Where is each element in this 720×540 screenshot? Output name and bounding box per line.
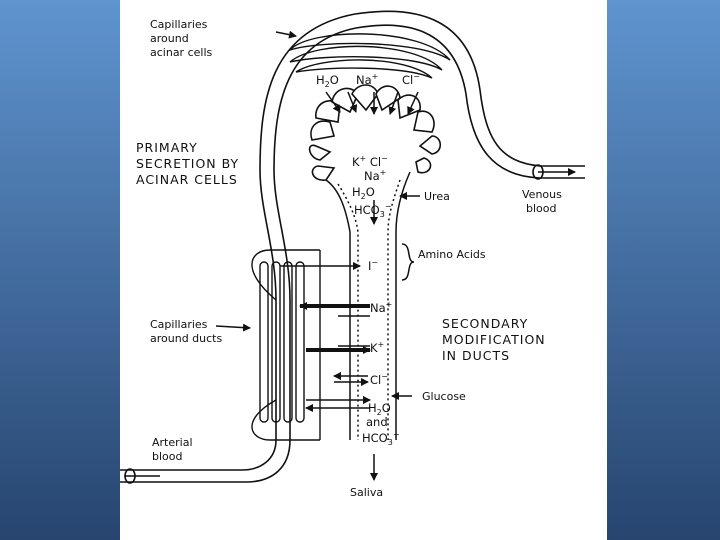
svg-text:blood: blood (152, 450, 182, 463)
svg-text:and: and (366, 415, 388, 429)
label-capillaries-acinar: Capillaries around acinar cells (150, 18, 213, 59)
right-blue-panel (607, 0, 720, 540)
svg-text:K+ Cl−: K+ Cl− (352, 154, 388, 169)
label-arterial-blood: Arterial blood (152, 436, 193, 463)
label-capillaries-ducts: Capillaries around ducts (150, 318, 222, 345)
svg-text:Na+: Na+ (356, 72, 378, 87)
svg-text:Arterial: Arterial (152, 436, 193, 449)
svg-text:Cl−: Cl− (370, 372, 388, 387)
svg-text:ACINAR CELLS: ACINAR CELLS (136, 172, 238, 187)
blood-vessel (120, 10, 585, 483)
svg-text:Venous: Venous (522, 188, 562, 201)
duct (325, 171, 411, 440)
svg-text:I−: I− (368, 258, 378, 273)
svg-text:H2O: H2O (352, 185, 375, 201)
svg-text:H2O: H2O (368, 401, 391, 417)
ions-lumen: K+ Cl− Na+ H2O HCO3− (352, 154, 392, 219)
diagram-canvas: Capillaries around acinar cells PRIMARY … (120, 0, 607, 540)
svg-text:SECRETION BY: SECRETION BY (136, 156, 239, 171)
svg-text:around ducts: around ducts (150, 332, 222, 345)
svg-text:PRIMARY: PRIMARY (136, 140, 198, 155)
svg-text:K+: K+ (370, 340, 384, 355)
svg-text:acinar cells: acinar cells (150, 46, 213, 59)
svg-text:Na+: Na+ (370, 300, 392, 315)
svg-text:Capillaries: Capillaries (150, 18, 208, 31)
label-venous-blood: Venous blood (522, 188, 562, 215)
svg-text:HCO3−: HCO3− (354, 202, 392, 219)
label-urea: Urea (424, 190, 450, 203)
label-amino-acids: Amino Acids (418, 248, 486, 261)
svg-text:Capillaries: Capillaries (150, 318, 208, 331)
svg-text:Na+: Na+ (364, 168, 386, 183)
svg-text:SECONDARY: SECONDARY (442, 316, 528, 331)
svg-text:MODIFICATION: MODIFICATION (442, 332, 546, 347)
acinar-capillaries (287, 33, 451, 79)
ions-duct: I− Na+ K+ Cl− H2O and HCO3− (362, 258, 400, 447)
duct-capillaries (251, 249, 321, 441)
label-primary-secretion: PRIMARY SECRETION BY ACINAR CELLS (136, 140, 239, 187)
label-saliva: Saliva (350, 486, 383, 499)
vessel-ends (124, 164, 576, 484)
ions-top: H2O Na+ Cl− (316, 72, 420, 89)
label-glucose: Glucose (422, 390, 466, 403)
left-blue-panel (0, 0, 120, 540)
svg-text:blood: blood (526, 202, 556, 215)
flow-arrows (215, 30, 420, 481)
svg-text:H2O: H2O (316, 73, 339, 89)
salivary-gland-diagram: Capillaries around acinar cells PRIMARY … (120, 10, 585, 499)
label-secondary-modification: SECONDARY MODIFICATION IN DUCTS (442, 316, 546, 363)
svg-text:IN DUCTS: IN DUCTS (442, 348, 510, 363)
svg-text:around: around (150, 32, 189, 45)
svg-text:HCO3−: HCO3− (362, 430, 400, 447)
svg-text:Cl−: Cl− (402, 72, 420, 87)
